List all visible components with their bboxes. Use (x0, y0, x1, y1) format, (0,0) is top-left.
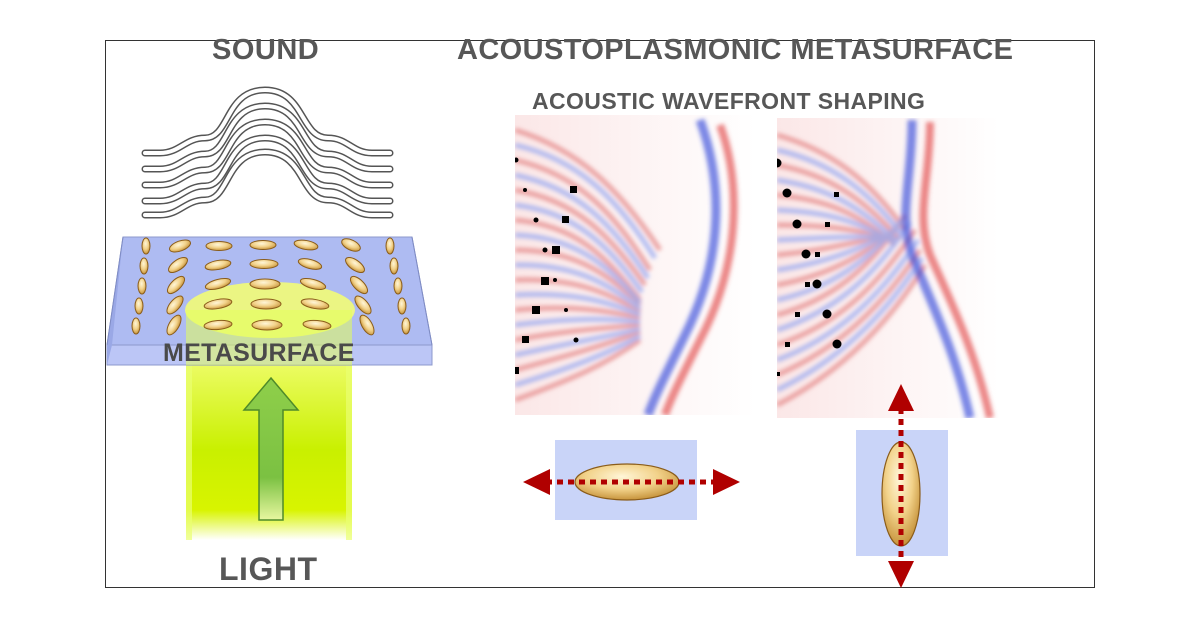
figure-title: ACOUSTOPLASMONIC METASURFACE (457, 34, 1014, 66)
sound-wave-icon (141, 86, 394, 219)
sound-label: SOUND (212, 34, 320, 66)
double-arrow-icon (523, 440, 740, 520)
figure-subtitle: ACOUSTIC WAVEFRONT SHAPING (532, 88, 926, 114)
up-arrow-icon (242, 376, 300, 521)
wavefront-map-right (777, 118, 999, 418)
metasurface-label: METASURFACE (163, 339, 355, 367)
light-label: LIGHT (219, 551, 318, 587)
wavefront-map-left (515, 115, 755, 415)
nanorod-array (131, 237, 411, 336)
double-arrow-icon (856, 384, 948, 588)
figure-frame (105, 40, 1095, 588)
